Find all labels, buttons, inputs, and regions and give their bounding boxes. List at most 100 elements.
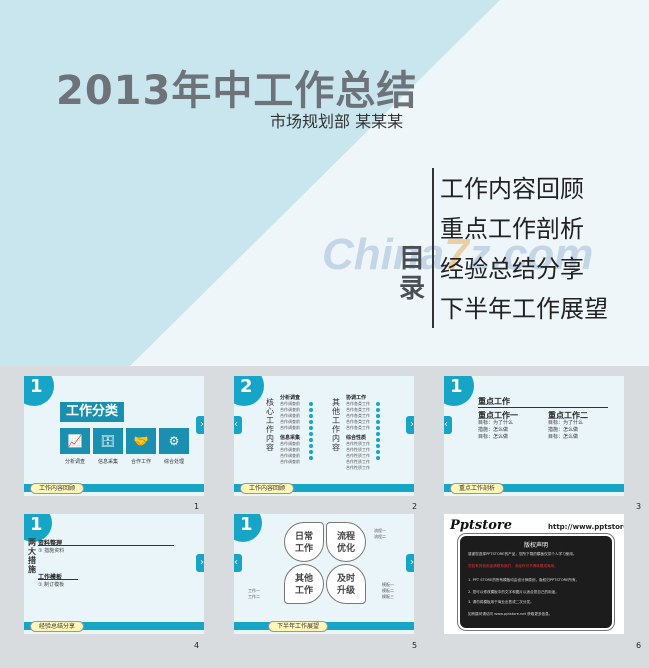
section-pill: 工作内容回顾 (30, 483, 85, 494)
list-item: 目标：怎么做 (478, 434, 509, 440)
box-caption: 信息采集 (97, 459, 118, 465)
column-heading: 重点工作一 (478, 411, 518, 420)
list-item: 措施：怎么做 (548, 427, 579, 433)
list-item: 合作调查前 (280, 459, 300, 464)
panel-paragraph: 1. PPT STORE的所有模板均由设计师原创，版权归PPTSTORE所有。 (468, 578, 580, 582)
vertical-title: 其他工作内容 (332, 398, 340, 452)
list-item: 合作调查前 (280, 413, 300, 418)
divider (38, 545, 174, 546)
petal-other-work[interactable]: 其他 工作 (284, 564, 324, 604)
list-item: 合作性质工作 (346, 453, 370, 458)
list-item: 措施：怎么做 (478, 427, 509, 433)
toc-item[interactable]: 工作内容回顾 (440, 175, 584, 203)
panel-paragraph: 3. 请勿将模板用于商业出售或二次分发。 (468, 600, 534, 604)
chevron-left-icon: ‹ (234, 416, 242, 434)
list-heading: 信息采集 (280, 435, 301, 441)
toc-item[interactable]: 经验总结分享 (440, 255, 584, 283)
chevron-right-icon: › (406, 416, 414, 434)
note-list: 工作一 工作二 (248, 588, 260, 600)
vertical-title: 核心工作内容 (266, 398, 274, 452)
block-heading: 资料整理 (38, 540, 63, 547)
note-item: 模板二 (382, 588, 394, 593)
section-pill: 下半年工作展望 (268, 621, 329, 632)
list-item: 合作调查前 (280, 401, 300, 406)
petal-label: 流程 优化 (336, 532, 355, 554)
list-item: 合作调查前 (280, 419, 300, 424)
note-item: 模板一 (382, 582, 394, 587)
cover-slide[interactable]: 2013年中工作总结 市场规划部 某某某 China7z.com 目录 工作内容… (0, 0, 649, 366)
gear-icon: ⚙ (159, 428, 189, 454)
block-heading: 工作模板 (38, 574, 63, 581)
list-block: 合作各类工作 合作各类工作 合作各类工作 合作各类工作 合作各类工作 (346, 401, 370, 431)
slide-thumbnail-6[interactable]: Pptstore http://www.pptstore.net 版权声明 感谢… (444, 514, 624, 634)
list-item: 合作调查前 (280, 425, 300, 430)
column-heading: 重点工作二 (548, 411, 588, 420)
cover-subtitle: 市场规划部 某某某 (270, 112, 404, 131)
handshake-icon: 🤝 (126, 428, 156, 454)
vertical-title: 两大措施 (28, 538, 36, 574)
list-item: 合作性质工作 (346, 447, 370, 452)
list-block: 合作调查前 合作调查前 合作调查前 合作调查前 合作调查前 (280, 401, 300, 431)
slide-thumbnail-3[interactable]: 1 ‹ 重点工作 重点工作一 目标：为了什么 措施：怎么做 目标：怎么做 重点工… (444, 376, 624, 496)
page-number: 2 (412, 502, 418, 511)
toc-divider (432, 168, 434, 328)
note-item: 流程一 (374, 528, 386, 533)
list-block: 合作性质工作 合作性质工作 合作性质工作 合作性质工作 合作性质工作 (346, 441, 370, 471)
panel-paragraph: 2. 您可以修改模板中的文字和图片以适合您自己的用途。 (468, 590, 559, 594)
section-pill: 工作内容回顾 (240, 483, 295, 494)
cover-title: 2013年中工作总结 (56, 68, 418, 114)
note-item: 工作二 (248, 594, 260, 599)
slide-title: 工作分类 (60, 402, 125, 422)
petal-process-optimize[interactable]: 流程 优化 (326, 522, 366, 562)
note-list: 流程一 流程二 (374, 528, 386, 540)
bottom-bar (24, 622, 204, 630)
database-icon: 🗄 (93, 428, 123, 454)
list-item: 目标：为了什么 (548, 420, 584, 426)
list-item: 目标：怎么做 (548, 434, 579, 440)
section-number-badge: 1 (24, 376, 54, 406)
chevron-left-icon: ‹ (234, 554, 242, 572)
page-number: 5 (412, 641, 418, 650)
note-item: 工作一 (248, 588, 260, 593)
slide-thumbnail-2[interactable]: 2 ‹ › 核心工作内容 其他工作内容 分析调查 合作调查前 合作调查前 合作调… (234, 376, 414, 496)
column-list: 目标：为了什么 措施：怎么做 目标：怎么做 (548, 420, 583, 441)
petal-daily-work[interactable]: 日常 工作 (284, 522, 324, 562)
list-item: 合作各类工作 (346, 425, 370, 430)
panel-paragraph: 如有疑问请访问 www.pptstore.net 获取更多信息。 (468, 612, 553, 616)
panel-title: 版权声明 (523, 542, 548, 549)
box-caption: 综合处理 (163, 459, 184, 465)
watermark: China7z.com (322, 230, 594, 279)
petal-timely-upgrade[interactable]: 及时 升级 (326, 564, 366, 604)
toc-item[interactable]: 重点工作剖析 (440, 215, 584, 243)
chevron-right-icon: › (406, 554, 414, 572)
block-item: ① 制订模板 (38, 582, 65, 588)
pptstore-logo: Pptstore (450, 518, 512, 533)
divider (478, 407, 608, 408)
box-caption: 分析调查 (64, 459, 85, 465)
slide-thumbnail-4[interactable]: 1 › 两大措施 资料整理 ① 措施资料 工作模板 ① 制订模板 经验总结分享 (24, 514, 204, 634)
dot-column (309, 402, 313, 462)
list-item: 合作性质工作 (346, 465, 370, 470)
chevron-right-icon: › (196, 416, 204, 434)
copyright-panel: 版权声明 感谢您选择PPTSTORE的产品，您所下载的模板仅供个人学习使用。 您… (458, 534, 614, 630)
section-number-badge: 1 (444, 376, 474, 406)
list-heading: 协调工作 (346, 395, 367, 401)
panel-paragraph: 感谢您选择PPTSTORE的产品，您所下载的模板仅供个人学习使用。 (468, 552, 577, 556)
site-url[interactable]: http://www.pptstore.net (548, 523, 624, 531)
petal-label: 日常 工作 (294, 532, 313, 554)
toc-item[interactable]: 下半年工作展望 (440, 295, 608, 323)
list-heading: 分析调查 (280, 395, 301, 401)
note-item: 模板三 (382, 594, 394, 599)
page-number: 6 (636, 641, 642, 650)
chevron-right-icon: › (196, 554, 204, 572)
slide-thumbnail-1[interactable]: 1 › 工作分类 📈 🗄 🤝 ⚙ 分析调查 信息采集 合作工作 综合处理 工作内… (24, 376, 204, 496)
list-item: 合作调查前 (280, 407, 300, 412)
cover-background (0, 0, 500, 366)
bottom-bar (24, 484, 204, 492)
toc-label: 目录 (398, 244, 425, 304)
list-item: 合作各类工作 (346, 413, 370, 418)
list-item: 合作性质工作 (346, 441, 370, 446)
slide-thumbnail-5[interactable]: 1 ‹ › 日常 工作 流程 优化 其他 工作 及时 升级 流程一 流程二 工作… (234, 514, 414, 634)
section-number-badge: 1 (24, 514, 52, 542)
petal-label: 及时 升级 (336, 574, 355, 596)
